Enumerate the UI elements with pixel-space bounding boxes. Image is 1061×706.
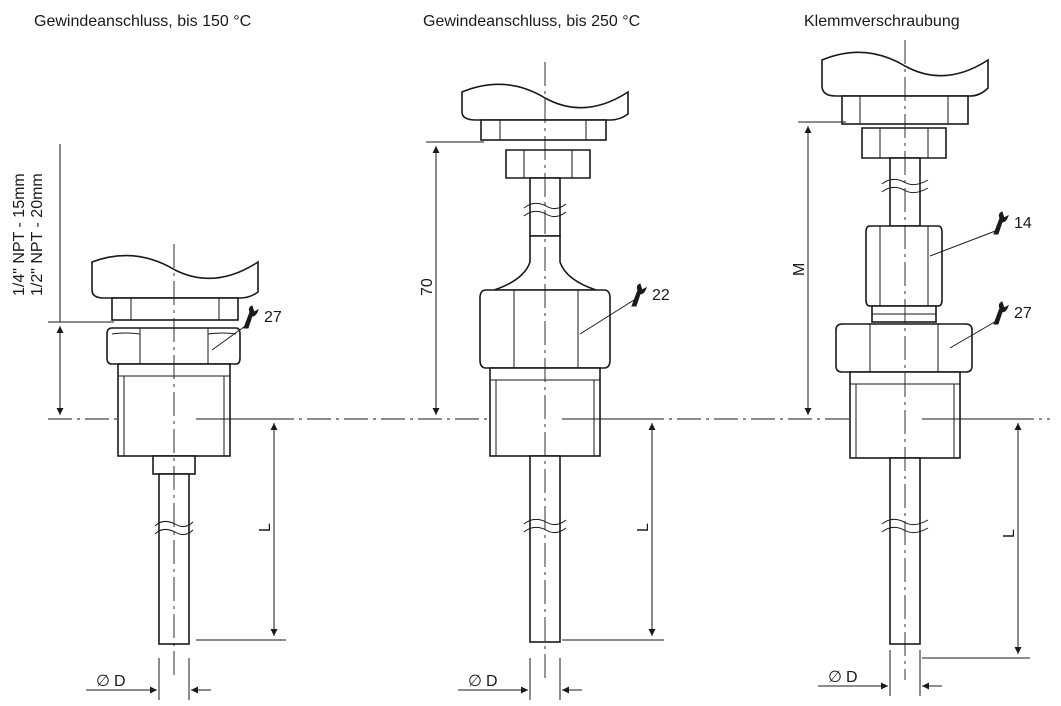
diameter-symbol-icon: ∅ — [828, 669, 842, 686]
sensor-compression-fitting — [821, 40, 989, 680]
wrench-icon — [993, 211, 1009, 235]
diameter-symbol-icon: ∅ — [468, 673, 482, 690]
title-threaded-150: Gewindeanschluss, bis 150 °C — [34, 13, 251, 30]
wrench-icon — [993, 301, 1009, 325]
sensor-head-cap — [91, 254, 259, 299]
wrench-size-left: 27 — [264, 309, 282, 326]
hex-nut-14 — [865, 225, 943, 307]
wrench-icon — [243, 305, 259, 329]
hex-nut-27 — [835, 323, 973, 373]
diameter-symbol-icon: ∅ — [96, 673, 110, 690]
wrench-icon — [631, 283, 647, 307]
head-flange — [111, 297, 239, 321]
diameter-label-middle: D — [486, 673, 498, 690]
length-L-label-left: L — [257, 523, 274, 532]
length-L-label-right: L — [1001, 529, 1018, 538]
sensor-head-cap — [821, 51, 989, 97]
small-hex-nut — [505, 149, 591, 179]
wrench-size-middle: 22 — [652, 287, 670, 304]
sensor-threaded-250 — [461, 62, 629, 680]
height-70-label: 70 — [419, 278, 436, 296]
title-compression-fitting: Klemmverschraubung — [804, 13, 960, 30]
length-M-label: M — [791, 263, 808, 276]
small-hex-nut — [861, 127, 947, 159]
length-L-label-middle: L — [635, 523, 652, 532]
npt-half-note: 1/2" NPT - 20mm — [29, 173, 46, 296]
title-threaded-250: Gewindeanschluss, bis 250 °C — [423, 13, 640, 30]
npt-quarter-note: 1/4" NPT - 15mm — [11, 173, 28, 296]
wrench-size-right-upper: 14 — [1014, 215, 1032, 232]
sensor-threaded-150 — [91, 244, 259, 680]
wrench-size-right-lower: 27 — [1014, 305, 1032, 322]
diameter-label-right: D — [846, 669, 858, 686]
head-flange — [480, 119, 607, 141]
diameter-label-left: D — [114, 673, 126, 690]
